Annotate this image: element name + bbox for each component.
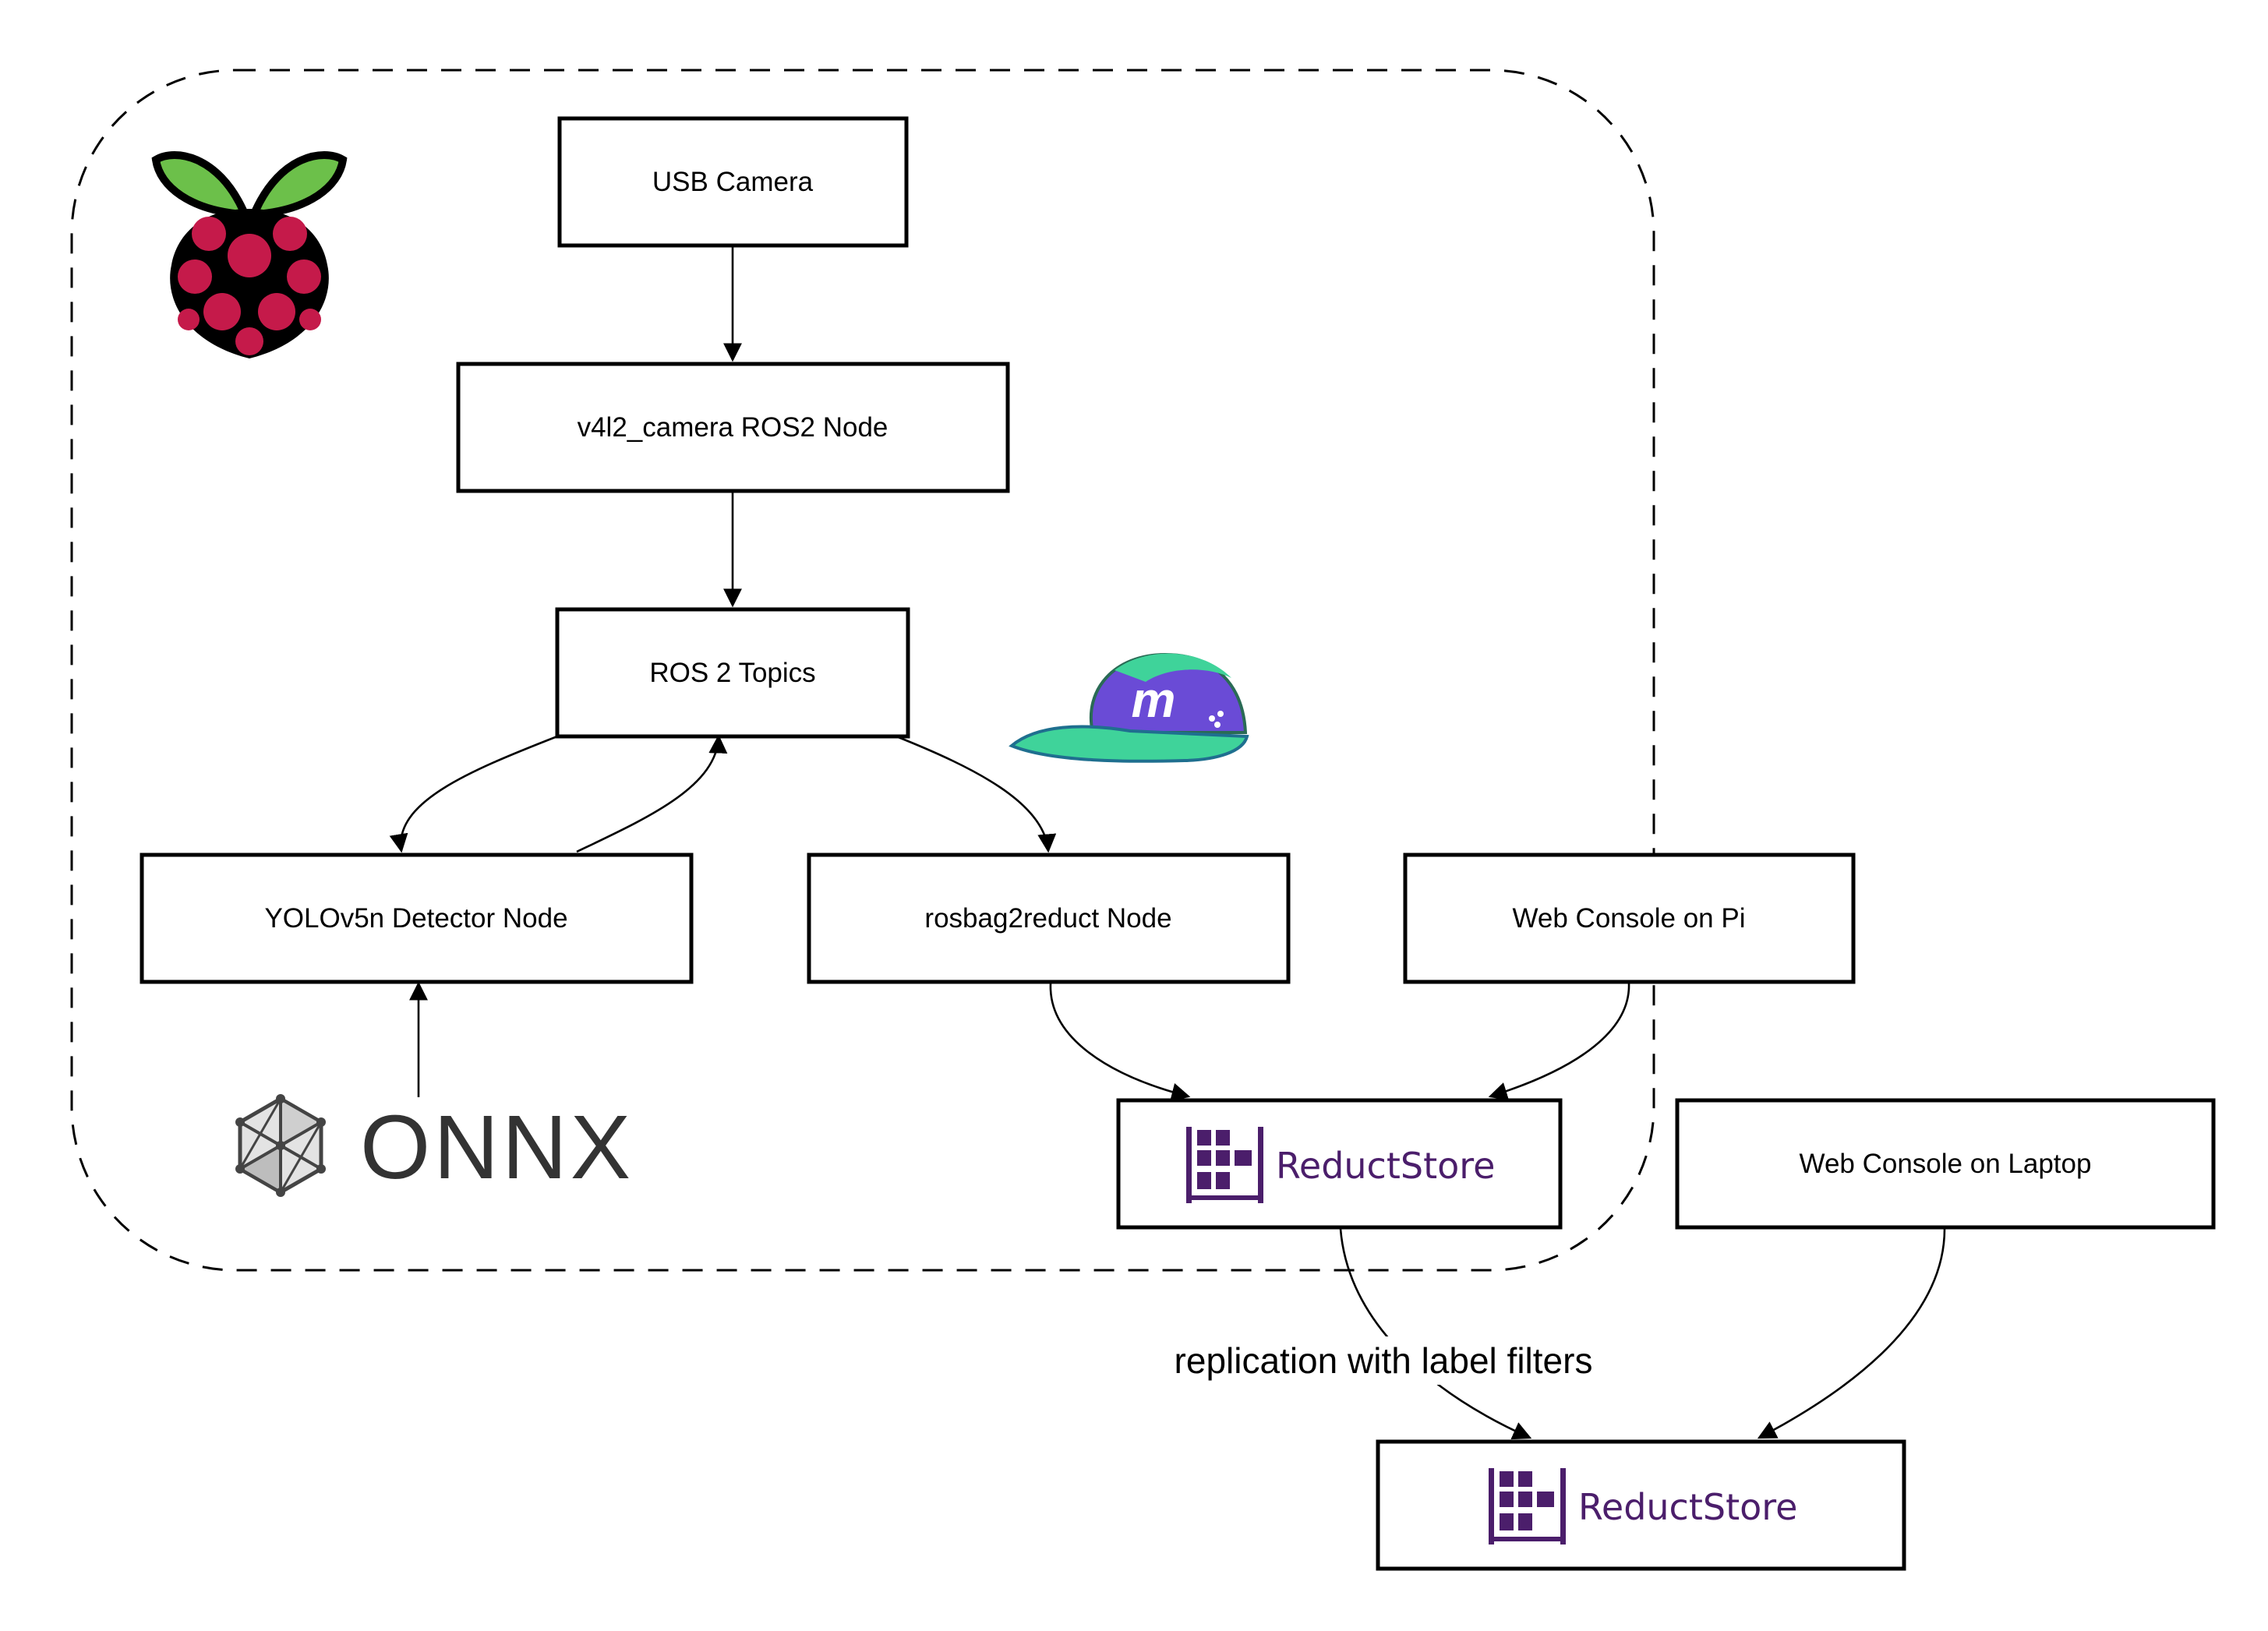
edge-webconsole-pi-to-reductstore — [1488, 983, 1630, 1100]
node-web-console-laptop[interactable]: Web Console on Laptop — [1675, 1098, 2216, 1230]
edge-replication — [1339, 1228, 1532, 1440]
edge-webconsole-laptop-to-reductstore — [1757, 1228, 1946, 1439]
replication-label: replication with label filters — [1175, 1340, 1593, 1381]
node-label: rosbag2reduct Node — [924, 903, 1171, 934]
edge-yolo-to-topics — [576, 734, 728, 853]
node-reductstore-remote[interactable]: ReductStore — [1376, 1439, 1906, 1571]
edge-topics-to-yolo — [389, 735, 558, 853]
reductstore-logo-icon — [1489, 1468, 1566, 1545]
raspberry-pi-boundary — [70, 69, 1655, 1272]
onnx-icon — [235, 1094, 326, 1197]
reductstore-label: ReductStore — [1276, 1145, 1495, 1187]
node-reductstore-pi[interactable]: ReductStore — [1116, 1098, 1563, 1230]
node-label: ROS 2 Topics — [649, 658, 815, 688]
node-label: Web Console on Laptop — [1800, 1149, 2092, 1179]
node-label: USB Camera — [652, 167, 814, 197]
edge-rosbag-to-reductstore — [1049, 983, 1191, 1102]
node-usb-camera[interactable]: USB Camera — [557, 116, 909, 248]
node-web-console-pi[interactable]: Web Console on Pi — [1403, 853, 1856, 984]
reductstore-logo-icon — [1186, 1127, 1263, 1203]
onnx-wordmark: ONNX — [360, 1096, 634, 1198]
reductstore-label: ReductStore — [1578, 1486, 1797, 1528]
node-yolo-detector[interactable]: YOLOv5n Detector Node — [140, 853, 694, 984]
edge-topics-to-rosbag — [896, 735, 1057, 853]
node-ros2-topics[interactable]: ROS 2 Topics — [555, 607, 910, 739]
node-label: YOLOv5n Detector Node — [264, 903, 567, 934]
mcap-cap-letter: m — [1132, 672, 1176, 728]
onnx-logo: ONNX — [235, 1094, 634, 1198]
raspberry-pi-logo — [151, 151, 348, 358]
replication-label-background — [1161, 1336, 1606, 1385]
node-label: Web Console on Pi — [1513, 903, 1746, 934]
node-rosbag2reduct[interactable]: rosbag2reduct Node — [807, 853, 1291, 984]
node-label: v4l2_camera ROS2 Node — [578, 412, 888, 443]
node-v4l2-camera[interactable]: v4l2_camera ROS2 Node — [456, 362, 1010, 493]
mcap-cap-logo: m — [1009, 652, 1249, 763]
